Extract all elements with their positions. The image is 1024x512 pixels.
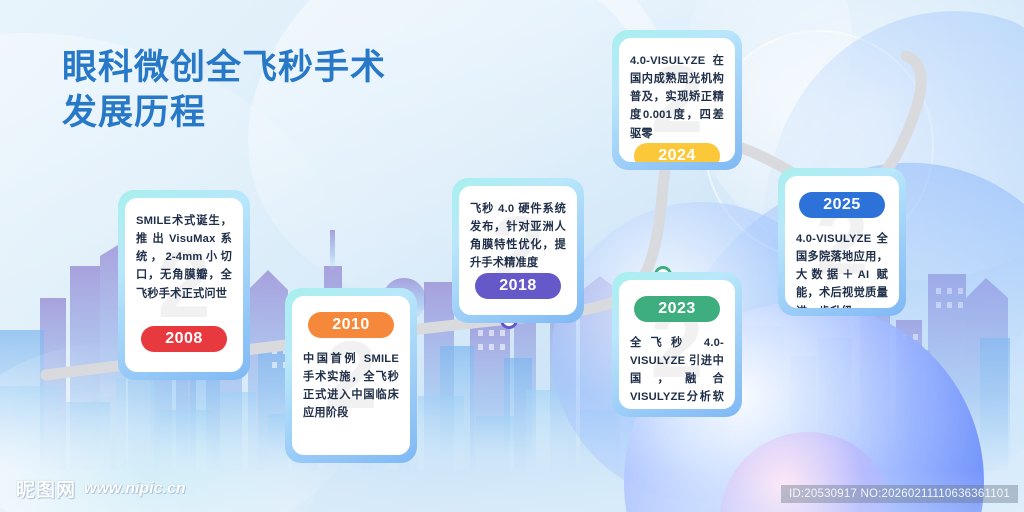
year-badge-2008[interactable]: 2008 <box>141 326 227 352</box>
milestone-text-2018: 飞秒 4.0 硬件系统发布，针对亚洲人角膜特性优化，提升手术精准度 <box>470 203 566 270</box>
asset-id-label: ID:20530917 NO:20260211110636361101 <box>780 485 1018 503</box>
milestone-card-2018[interactable]: 2 飞秒 4.0 硬件系统发布，针对亚洲人角膜特性优化，提升手术精准度 2018 <box>452 178 584 323</box>
card-watermark-icon: 2 <box>157 231 211 338</box>
milestone-text-2008: SMILE术式诞生，推出VisuMax系统，2-4mm小切口，无角膜瓣，全飞秒手… <box>136 215 232 300</box>
milestone-text-2024: 4.0-VISULYZE 在国内成熟屈光机构普及，实现矫正精度0.001度，四差… <box>630 55 724 140</box>
milestone-text-2025: 4.0-VISULYZE 全国多院落地应用，大数据＋AI 赋能，术后视觉质量进一… <box>796 233 888 308</box>
year-badge-2010[interactable]: 2010 <box>308 312 394 338</box>
site-watermark: 昵图网 www.nipic.cn <box>16 475 186 502</box>
milestone-card-2023[interactable]: 2 2023 全飞秒 4.0-VISULYZE 引进中国，融合 VISULYZE… <box>612 272 742 417</box>
milestone-card-2008[interactable]: 2 SMILE术式诞生，推出VisuMax系统，2-4mm小切口，无角膜瓣，全飞… <box>118 190 250 380</box>
milestone-text-2023: 全飞秒 4.0-VISULYZE 引进中国，融合 VISULYZE分析软件，开启… <box>630 337 724 404</box>
page-title-line-2: 发展历程 <box>62 92 207 132</box>
page-title: 眼科微创全飞秒手术 发展历程 <box>62 46 386 136</box>
year-badge-2025[interactable]: 2025 <box>799 192 885 218</box>
site-url-label: www.nipic.cn <box>84 479 186 497</box>
milestone-card-2024[interactable]: 2 4.0-VISULYZE 在国内成熟屈光机构普及，实现矫正精度0.001度，… <box>612 30 742 170</box>
card-body-2018: 2 飞秒 4.0 硬件系统发布，针对亚洲人角膜特性优化，提升手术精准度 2018 <box>459 186 577 315</box>
milestone-text-2010: 中国首例 SMILE 手术实施，全飞秒正式进入中国临床应用阶段 <box>303 353 399 420</box>
milestone-card-2025[interactable]: 2 2025 4.0-VISULYZE 全国多院落地应用，大数据＋AI 赋能，术… <box>778 168 906 316</box>
footer-watermark-band: 昵图网 www.nipic.cn ID:20530917 NO:20260211… <box>0 470 1024 512</box>
card-body-2024: 2 4.0-VISULYZE 在国内成熟屈光机构普及，实现矫正精度0.001度，… <box>619 38 735 162</box>
page-title-line-1: 眼科微创全飞秒手术 <box>62 48 387 87</box>
year-badge-2023[interactable]: 2023 <box>634 296 720 322</box>
card-body-2023: 2 2023 全飞秒 4.0-VISULYZE 引进中国，融合 VISULYZE… <box>619 280 735 409</box>
card-body-2010: 2 2010 中国首例 SMILE 手术实施，全飞秒正式进入中国临床应用阶段 <box>292 296 410 455</box>
site-name-label: 昵图网 <box>16 480 77 501</box>
year-badge-2024[interactable]: 2024 <box>634 142 720 162</box>
card-watermark-icon: 2 <box>650 46 704 153</box>
card-body-2025: 2 2025 4.0-VISULYZE 全国多院落地应用，大数据＋AI 赋能，术… <box>785 176 899 308</box>
card-body-2008: 2 SMILE术式诞生，推出VisuMax系统，2-4mm小切口，无角膜瓣，全飞… <box>125 198 243 372</box>
milestone-card-2010[interactable]: 2 2010 中国首例 SMILE 手术实施，全飞秒正式进入中国临床应用阶段 <box>285 288 417 463</box>
year-badge-2018[interactable]: 2018 <box>475 272 561 299</box>
card-watermark-icon: 2 <box>324 321 378 429</box>
